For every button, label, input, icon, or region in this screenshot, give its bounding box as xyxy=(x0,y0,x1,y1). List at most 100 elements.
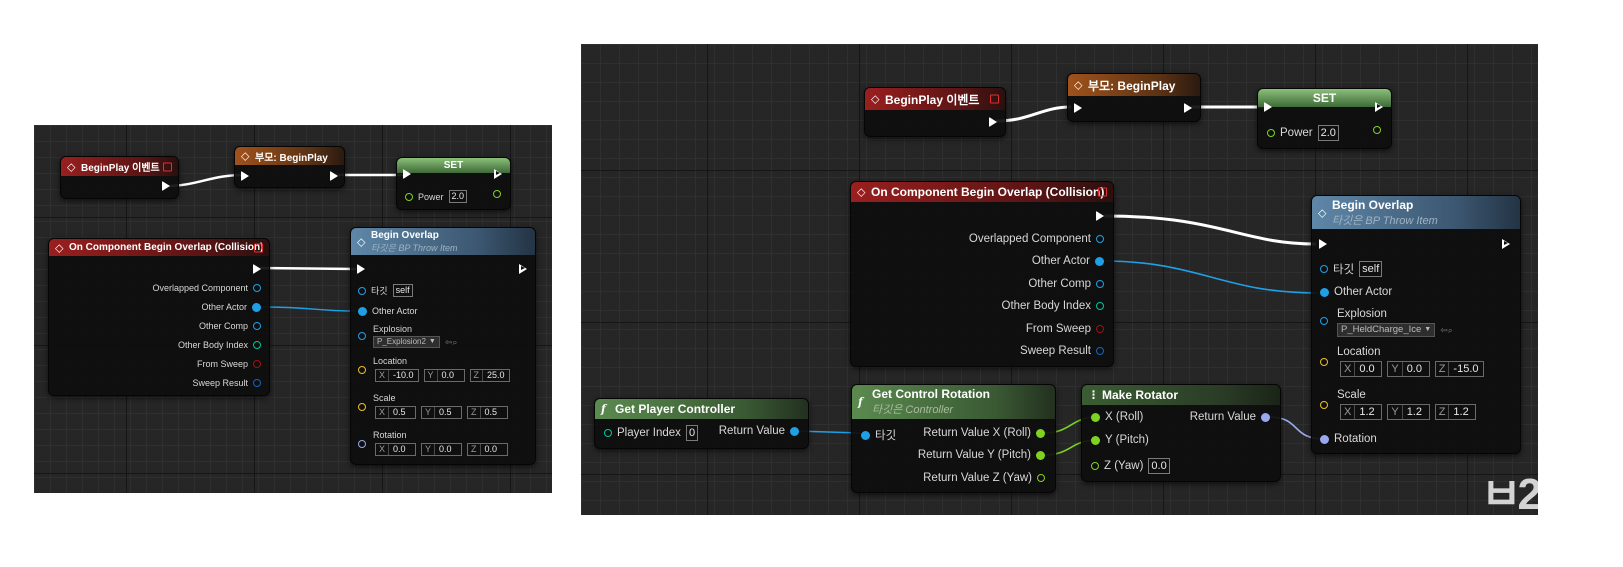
node-header[interactable]: SET xyxy=(1258,89,1391,107)
component-begin-overlap-event-node[interactable]: ◇ On Component Begin Overlap (Collision)… xyxy=(48,238,270,396)
power-pin[interactable]: Power 2.0 xyxy=(405,190,468,203)
blueprint-graph-left[interactable]: ◇ BeginPlay 이벤트 ◇ 부모: BeginPlay SET Powe… xyxy=(34,125,552,493)
pitch-in-pin[interactable]: Y (Pitch) xyxy=(1091,434,1149,446)
component-begin-overlap-event-node[interactable]: ◇ On Component Begin Overlap (Collision)… xyxy=(850,181,1114,367)
return-y-pin[interactable]: Return Value Y (Pitch) xyxy=(918,449,1045,461)
other-actor-in-pin[interactable]: Other Actor xyxy=(1320,286,1392,298)
make-rotator-node[interactable]: ⋮ Make Rotator X (Roll) Y (Pitch) Z (Yaw… xyxy=(1081,384,1281,482)
parent-beginplay-node[interactable]: ◇ 부모: BeginPlay xyxy=(234,146,345,188)
node-header[interactable]: f Get Control Rotation 타깃은 Controller xyxy=(852,385,1055,419)
overlapped-component-pin[interactable]: Overlapped Component xyxy=(152,283,261,293)
exec-out-pin[interactable] xyxy=(1096,211,1104,221)
power-value-field[interactable]: 2.0 xyxy=(448,190,468,203)
exec-out-pin[interactable] xyxy=(253,264,261,274)
exec-out-pin[interactable] xyxy=(162,181,170,191)
node-header[interactable]: ◇ Begin Overlap 타깃은 BP Throw Item xyxy=(1312,196,1520,229)
delegate-pin-icon[interactable] xyxy=(1098,187,1107,197)
exec-wire[interactable] xyxy=(259,266,357,271)
other-actor-pin[interactable]: Other Actor xyxy=(1032,255,1104,267)
power-value-field[interactable]: 2.0 xyxy=(1317,125,1339,141)
browse-search-icon[interactable]: ⇦⌕ xyxy=(1440,324,1453,335)
location-pin[interactable] xyxy=(1320,358,1328,366)
exec-in-pin[interactable] xyxy=(1319,239,1327,249)
target-value-field[interactable]: self xyxy=(392,284,413,297)
exec-out-pin[interactable] xyxy=(494,169,502,179)
yaw-in-pin[interactable]: Z (Yaw)0.0 xyxy=(1091,458,1170,474)
exec-in-pin[interactable] xyxy=(357,264,365,274)
other-comp-pin[interactable]: Other Comp xyxy=(1028,278,1104,290)
exec-wire[interactable] xyxy=(995,105,1072,123)
exec-in-pin[interactable] xyxy=(1074,103,1082,113)
get-control-rotation-node[interactable]: f Get Control Rotation 타깃은 Controller 타깃… xyxy=(851,384,1056,493)
rotation-pin[interactable] xyxy=(358,440,366,448)
object-wire[interactable] xyxy=(259,306,357,312)
explosion-pin[interactable] xyxy=(358,332,366,340)
other-body-index-pin[interactable]: Other Body Index xyxy=(1002,300,1104,312)
scale-pin[interactable] xyxy=(1320,401,1328,409)
exec-in-pin[interactable] xyxy=(241,171,249,181)
exec-out-pin[interactable] xyxy=(519,264,527,274)
target-value-field[interactable]: self xyxy=(1359,261,1383,277)
power-out-pin[interactable] xyxy=(1373,126,1381,134)
return-z-pin[interactable]: Return Value Z (Yaw) xyxy=(923,472,1045,484)
explosion-asset-picker[interactable]: P_HeldCharge_Ice▼ xyxy=(1337,323,1436,337)
exec-in-pin[interactable] xyxy=(403,169,411,179)
from-sweep-pin[interactable]: From Sweep xyxy=(1026,323,1104,335)
exec-out-pin[interactable] xyxy=(1502,239,1510,249)
rotation-pin[interactable]: Rotation xyxy=(1320,433,1377,445)
exec-in-pin[interactable] xyxy=(1264,102,1272,112)
yaw-value-field[interactable]: 0.0 xyxy=(1148,458,1170,474)
node-header[interactable]: ◇ 부모: BeginPlay xyxy=(235,147,344,165)
overlapped-component-pin[interactable]: Overlapped Component xyxy=(969,233,1104,245)
node-header[interactable]: ◇ 부모: BeginPlay xyxy=(1068,74,1200,96)
node-header[interactable]: ⋮ Make Rotator xyxy=(1082,385,1280,405)
power-pin[interactable]: Power 2.0 xyxy=(1267,125,1339,141)
rotator-return-pin[interactable]: Return Value xyxy=(1190,411,1270,423)
browse-search-icon[interactable]: ⇦⌕ xyxy=(444,336,458,347)
node-header[interactable]: ◇ BeginPlay 이벤트 xyxy=(61,157,178,176)
node-header[interactable]: ◇ BeginPlay 이벤트 xyxy=(865,88,1005,110)
location-pin[interactable] xyxy=(358,366,366,374)
delegate-pin-icon[interactable] xyxy=(990,94,999,104)
sweep-result-pin[interactable]: Sweep Result xyxy=(192,378,261,388)
target-pin[interactable]: 타깃 xyxy=(861,427,896,443)
set-variable-node[interactable]: SET Power 2.0 xyxy=(1257,88,1392,149)
other-actor-in-pin[interactable]: Other Actor xyxy=(358,306,418,316)
set-variable-node[interactable]: SET Power 2.0 xyxy=(396,157,511,210)
exec-wire[interactable] xyxy=(1103,214,1317,246)
exec-out-pin[interactable] xyxy=(989,117,997,127)
node-header[interactable]: f Get Player Controller xyxy=(595,399,808,419)
explosion-asset-picker[interactable]: P_Explosion2▼ xyxy=(373,336,440,348)
explosion-pin[interactable] xyxy=(1320,317,1328,325)
controller-return-pin[interactable]: Return Value xyxy=(719,425,799,437)
exec-out-pin[interactable] xyxy=(1184,103,1192,113)
roll-in-pin[interactable]: X (Roll) xyxy=(1091,411,1143,423)
beginplay-event-node[interactable]: ◇ BeginPlay 이벤트 xyxy=(60,156,179,199)
delegate-pin-icon[interactable] xyxy=(163,162,172,171)
location-z-field[interactable]: Z-15.0 xyxy=(1434,361,1484,377)
scale-pin[interactable] xyxy=(358,403,366,411)
return-x-pin[interactable]: Return Value X (Roll) xyxy=(923,427,1045,439)
beginplay-event-node[interactable]: ◇ BeginPlay 이벤트 xyxy=(864,87,1006,137)
other-comp-pin[interactable]: Other Comp xyxy=(199,321,261,331)
object-wire[interactable] xyxy=(1101,260,1319,294)
delegate-pin-icon[interactable] xyxy=(254,243,263,252)
power-out-pin[interactable] xyxy=(493,190,501,198)
node-header[interactable]: ◇ On Component Begin Overlap (Collision) xyxy=(49,239,269,256)
